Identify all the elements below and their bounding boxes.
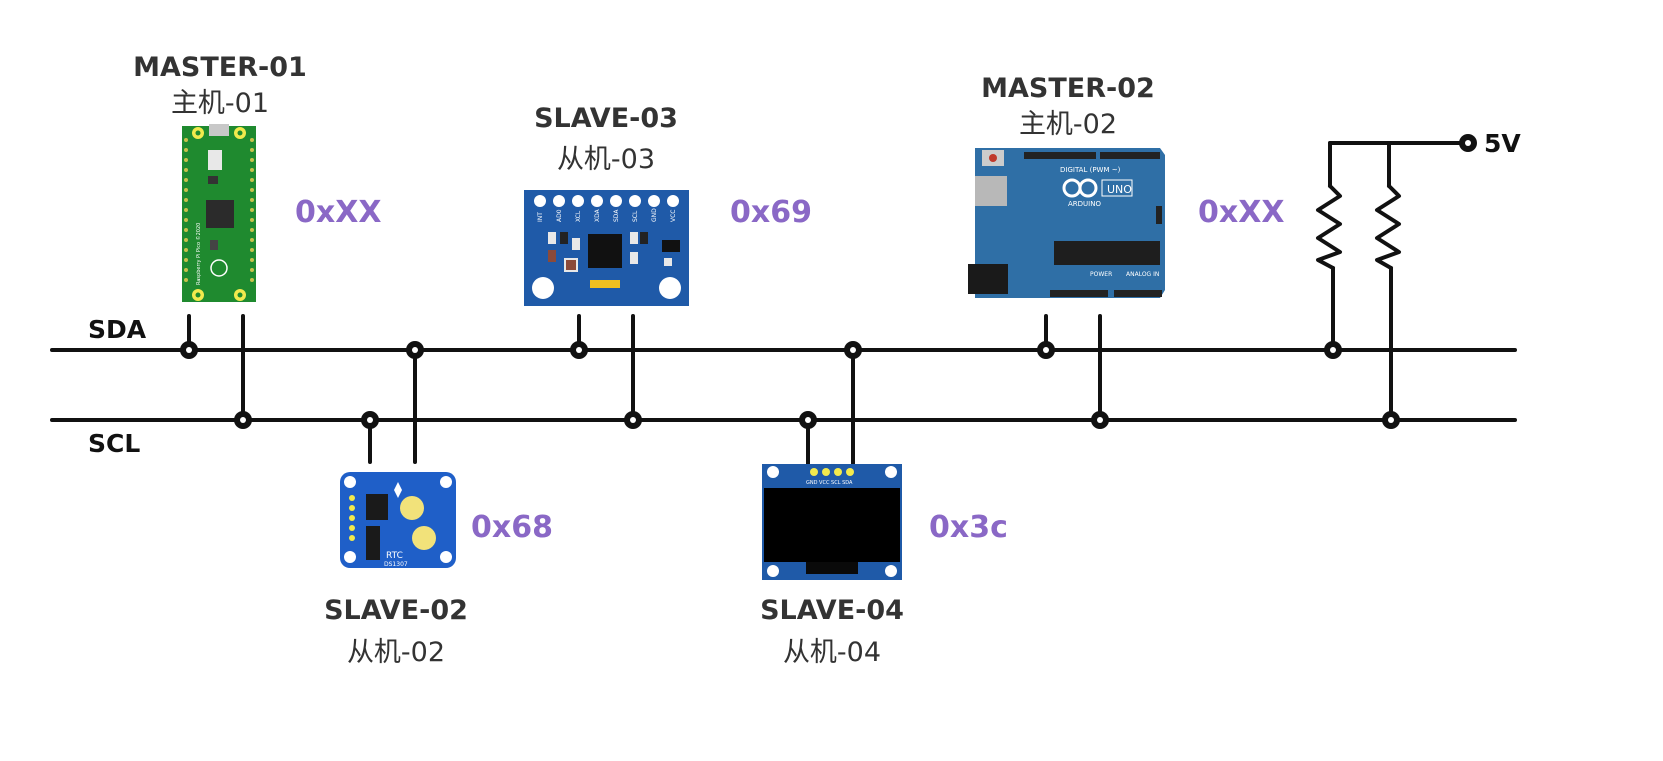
mpu-pin-label: SDA (613, 209, 620, 222)
rtc-ds1307-board: RTC DS1307 (340, 472, 456, 568)
scl-label: SCL (88, 429, 140, 458)
slave-03-subtitle: 从机-03 (557, 144, 655, 175)
slave-03-device: SLAVE-03 从机-03 INT AD0 XCL XDA SDA SCL G… (524, 103, 812, 306)
uno-name-label: UNO (1107, 183, 1132, 196)
oled-pin-labels: GND VCC SCL SDA (806, 480, 853, 486)
power-terminal (1459, 134, 1477, 152)
uno-analog-label: ANALOG IN (1126, 271, 1159, 278)
master-01-device: MASTER-01 主机-01 (133, 52, 381, 302)
uno-power-label: POWER (1090, 271, 1112, 278)
mpu-pin-label: AD0 (556, 209, 563, 222)
power-label: 5V (1484, 129, 1521, 158)
slave-02-address: 0x68 (471, 510, 553, 545)
oled-display-board: GND VCC SCL SDA (762, 464, 902, 580)
slave-03-address: 0x69 (730, 195, 812, 230)
rtc-name-label: RTC (386, 551, 403, 561)
slave-03-title: SLAVE-03 (534, 103, 678, 134)
pullup-resistor-scl (1375, 184, 1401, 270)
mpu-pin-label: XDA (594, 208, 601, 222)
pullup-resistor-sda (1316, 184, 1342, 270)
master-02-address: 0xXX (1198, 195, 1284, 230)
uno-brand-label: ARDUINO (1068, 200, 1101, 208)
slave-02-device: RTC DS1307 0x68 SLAVE-02 从机-02 (324, 472, 553, 668)
mpu-pin-label: VCC (670, 210, 677, 222)
mpu-pin-label: GND (651, 208, 658, 222)
master-02-device: MASTER-02 主机-02 DIGITAL (PWM ~) ARDUINO … (968, 73, 1284, 298)
pico-brand-text: Raspberry Pi Pico ©2020 (195, 223, 202, 285)
sda-label: SDA (88, 315, 147, 344)
slave-04-address: 0x3c (929, 510, 1008, 545)
arduino-uno-board: DIGITAL (PWM ~) ARDUINO UNO POWER ANALOG… (968, 148, 1165, 298)
slave-04-title: SLAVE-04 (760, 595, 904, 626)
slave-02-subtitle: 从机-02 (347, 637, 445, 668)
mpu-sensor-board: INT AD0 XCL XDA SDA SCL GND VCC (524, 190, 689, 306)
uno-digital-label: DIGITAL (PWM ~) (1060, 166, 1121, 174)
master-02-title: MASTER-02 (981, 73, 1155, 104)
slave-02-title: SLAVE-02 (324, 595, 468, 626)
master-02-subtitle: 主机-02 (1019, 109, 1117, 140)
raspberry-pi-pico-board: Raspberry Pi Pico ©2020 (182, 124, 256, 302)
slave-04-device: GND VCC SCL SDA 0x3c SLAVE-04 从机-04 (760, 464, 1008, 668)
master-01-address: 0xXX (295, 195, 381, 230)
mpu-pin-label: INT (537, 212, 544, 222)
master-01-title: MASTER-01 (133, 52, 307, 83)
mpu-pin-label: XCL (575, 210, 582, 222)
mpu-pin-label: SCL (632, 210, 639, 222)
rtc-chip-label: DS1307 (384, 561, 408, 568)
slave-04-subtitle: 从机-04 (783, 637, 881, 668)
junctions (180, 341, 1400, 429)
drop-wires (187, 141, 1470, 470)
master-01-subtitle: 主机-01 (171, 88, 269, 119)
